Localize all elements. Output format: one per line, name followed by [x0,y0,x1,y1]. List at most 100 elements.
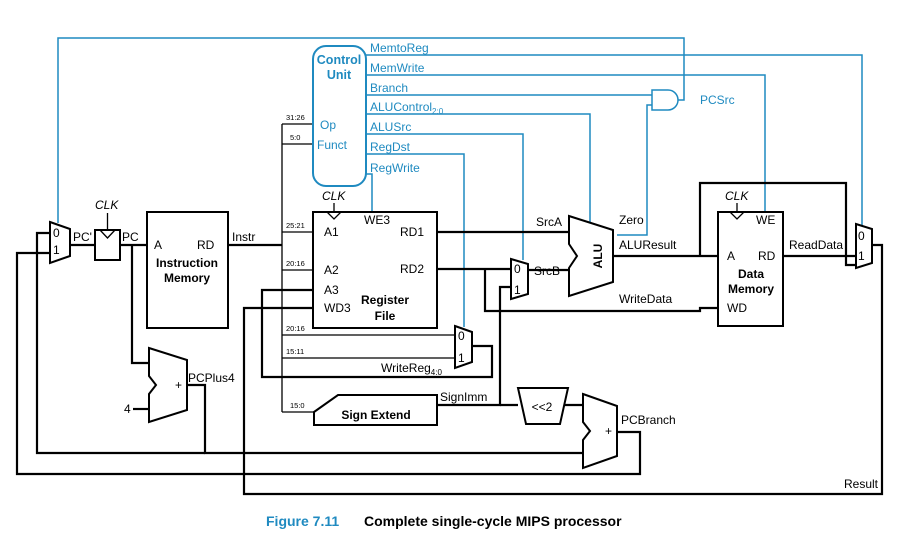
bits-25-21: 25:21 [286,221,305,230]
alu-label: ALU [591,244,605,269]
writereg-mux-0: 0 [458,329,465,343]
pcplus4-label: PCPlus4 [188,371,235,385]
writereg-wire [260,288,494,379]
pc-mux-1: 1 [53,243,60,257]
rf-wd3-label: WD3 [324,301,351,315]
bits-15-11: 15:11 [286,347,304,356]
bits-15-0: 15:0 [290,401,305,410]
pcplus4-to-mux-wire [35,231,205,455]
result-mux-0: 0 [858,229,865,243]
register-file: CLK WE3 A1 A2 A3 WD3 RD1 RD2 Register Fi… [312,189,438,329]
pc-label: PC [122,230,139,244]
control-unit-title-2: Unit [327,68,352,82]
regwrite-label: RegWrite [370,161,420,175]
srcb-mux-0: 0 [514,262,521,276]
result-mux-1: 1 [858,249,865,263]
alusrc-wire [366,133,524,260]
alucontrol-wire [366,113,591,227]
op-label: Op [320,118,336,132]
dmem-clk-label: CLK [725,189,749,203]
sign-extend: Sign Extend [313,394,438,426]
bits-20-16: 20:16 [286,259,305,268]
data-memory: CLK WE A RD Data Memory WD [717,189,784,327]
pc-register: CLK [94,198,121,261]
imem-a-label: A [154,238,162,252]
bits-20-16-b: 20:16 [286,324,305,333]
pc-clk-label: CLK [95,198,119,212]
pcbranch-adder: + [582,392,618,470]
datapath-wires [15,123,884,496]
control-signal-labels: MemtoReg MemWrite Branch ALUControl2:0 A… [370,41,735,175]
result-label: Result [844,477,879,491]
pcsrc-wire [57,37,685,223]
pcsrc-label: PCSrc [700,93,735,107]
pcbranch-plus: + [605,424,612,438]
regdst-label: RegDst [370,140,411,154]
zero-wire [617,104,652,236]
figure-caption: Figure 7.11 Complete single-cycle MIPS p… [266,513,622,529]
aluresult-bypass-wire [698,181,856,267]
instr-label: Instr [232,230,255,244]
control-unit: Control Unit Op Funct [312,45,367,187]
funct-label: Funct [317,138,348,152]
rf-a3-label: A3 [324,283,339,297]
imem-title-2: Memory [164,271,210,285]
sign-extend-label: Sign Extend [341,408,410,422]
regwrite-wire [366,173,373,214]
writereg-label: WriteReg4:0 [381,361,442,377]
pc-mux-0: 0 [53,226,60,240]
imem-rd-label: RD [197,238,215,252]
srcb-mux: 0 1 [510,257,529,301]
srcb-mux-1: 1 [514,283,521,297]
alucontrol-label: ALUControl2:0 [370,100,444,116]
alu: ALU [568,214,614,298]
bits-5-0: 5:0 [290,133,300,142]
memwrite-wire [366,74,766,212]
writedata-wire [483,269,718,313]
pcplus4-adder: + [148,346,188,424]
writedata-label: WriteData [619,292,672,306]
dmem-we-label: WE [756,213,775,227]
shift-label: <<2 [532,400,553,414]
four-label: 4 [124,402,131,416]
memwrite-label: MemWrite [370,61,425,75]
figure-title: Complete single-cycle MIPS processor [364,513,622,529]
srcb-label: SrcB [534,264,560,278]
rf-rd1-label: RD1 [400,225,424,239]
figure-number: Figure 7.11 [266,513,339,529]
shift-left-2: <<2 [516,387,570,425]
bits-31-26: 31:26 [286,113,305,122]
memtoreg-label: MemtoReg [370,41,429,55]
signimm-label: SignImm [440,390,487,404]
result-wire [242,243,884,496]
writereg-mux: 0 1 [454,324,473,370]
readdata-label: ReadData [789,238,843,252]
rf-rd2-label: RD2 [400,262,424,276]
rf-we3-label: WE3 [364,213,390,227]
dmem-title-2: Memory [728,282,774,296]
imem-title-1: Instruction [156,256,218,270]
control-wires [57,37,863,327]
dmem-rd-label: RD [758,249,776,263]
rf-title-2: File [375,309,396,323]
instruction-memory: A RD Instruction Memory [146,211,229,329]
srca-label: SrcA [536,215,562,229]
writereg-mux-1: 1 [458,351,465,365]
alusrc-label: ALUSrc [370,120,411,134]
dmem-wd-label: WD [727,301,747,315]
rf-title-1: Register [361,293,409,307]
rf-clk-label: CLK [322,189,346,203]
and-gate [651,89,679,111]
dmem-a-label: A [727,249,735,263]
rf-a2-label: A2 [324,263,339,277]
rf-a1-label: A1 [324,225,339,239]
pcplus4-wire [187,383,583,455]
result-mux: 0 1 [855,222,873,270]
signimm-wire [437,285,511,407]
memtoreg-wire [366,54,863,228]
bitfield-labels: 31:26 5:0 25:21 20:16 20:16 15:11 15:0 [286,113,305,410]
pcprime-label: PC' [73,230,92,244]
pcplus4-plus: + [175,378,182,392]
pcbranch-label: PCBranch [621,413,676,427]
